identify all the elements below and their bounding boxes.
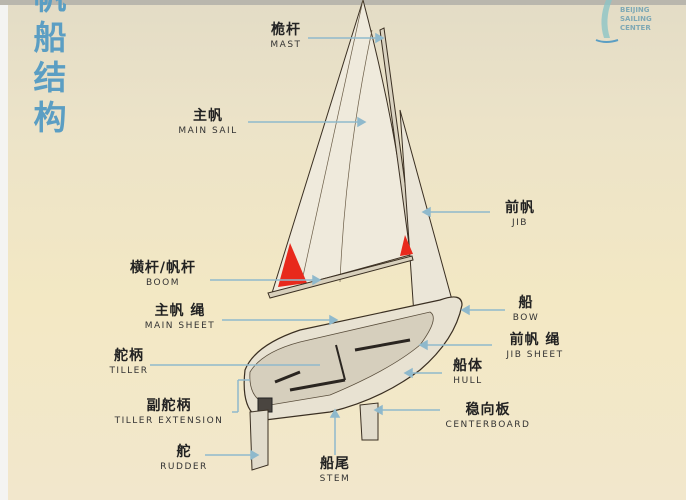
label-en: BOW — [512, 313, 540, 323]
label-zh: 前帆 — [505, 200, 535, 216]
label-en: TILLER — [109, 366, 149, 376]
jib — [399, 109, 453, 331]
label-zh: 前帆 绳 — [509, 332, 561, 348]
label-jib-sheet: 前帆 绳 JIB SHEET — [498, 332, 572, 361]
rudder — [249, 409, 269, 471]
label-zh: 舵 — [176, 444, 192, 460]
label-en: RUDDER — [160, 462, 208, 472]
label-en: STEM — [319, 474, 351, 484]
label-zh: 船体 — [453, 358, 483, 374]
boom — [267, 255, 414, 299]
label-hull: 船体 HULL — [444, 358, 492, 387]
photo-top-edge — [0, 0, 686, 5]
label-en: TILLER EXTENSION — [114, 416, 224, 426]
label-zh: 主帆 绳 — [154, 303, 206, 319]
label-zh: 船 — [518, 295, 534, 311]
centerboard — [359, 402, 379, 441]
label-tiller: 舵柄 TILLER — [100, 348, 158, 377]
label-main-sail: 主帆 MAIN SAIL — [168, 108, 248, 137]
label-zh: 主帆 — [193, 108, 223, 124]
label-stem: 船尾 STEM — [310, 456, 360, 485]
label-zh: 横杆/帆杆 — [129, 260, 197, 276]
logo-text: BEIJING SAILING CENTER — [620, 6, 652, 32]
label-arrows — [150, 32, 505, 461]
label-main-sheet: 主帆 绳 MAIN SHEET — [138, 303, 222, 332]
label-en: MAST — [270, 40, 302, 50]
label-en: JIB SHEET — [506, 350, 564, 360]
label-zh: 副舵柄 — [146, 398, 192, 414]
label-zh: 稳向板 — [465, 402, 511, 418]
label-en: MAIN SAIL — [178, 126, 238, 136]
label-zh: 船尾 — [320, 456, 350, 472]
sailing-center-logo-icon — [595, 0, 619, 43]
label-rudder: 舵 RUDDER — [152, 444, 216, 473]
label-en: MAIN SHEET — [144, 321, 216, 331]
label-en: BOOM — [146, 278, 180, 288]
sail-red-patch — [278, 243, 307, 287]
photo-edge — [0, 0, 8, 500]
label-bow: 船 BOW — [506, 295, 546, 324]
label-boom: 横杆/帆杆 BOOM — [118, 260, 208, 289]
label-en: CENTERBOARD — [445, 420, 531, 430]
label-jib: 前帆 JIB — [496, 200, 544, 229]
label-centerboard: 稳向板 CENTERBOARD — [436, 402, 540, 431]
label-en: JIB — [512, 218, 528, 228]
diagram-title: 帆船结构 — [33, 0, 67, 137]
label-en: HULL — [453, 376, 483, 386]
label-tiller-extension: 副舵柄 TILLER EXTENSION — [104, 398, 234, 427]
label-zh: 桅杆 — [271, 22, 301, 38]
hull — [243, 296, 463, 421]
label-zh: 舵柄 — [114, 348, 144, 364]
label-mast: 桅杆 MAST — [262, 22, 310, 51]
